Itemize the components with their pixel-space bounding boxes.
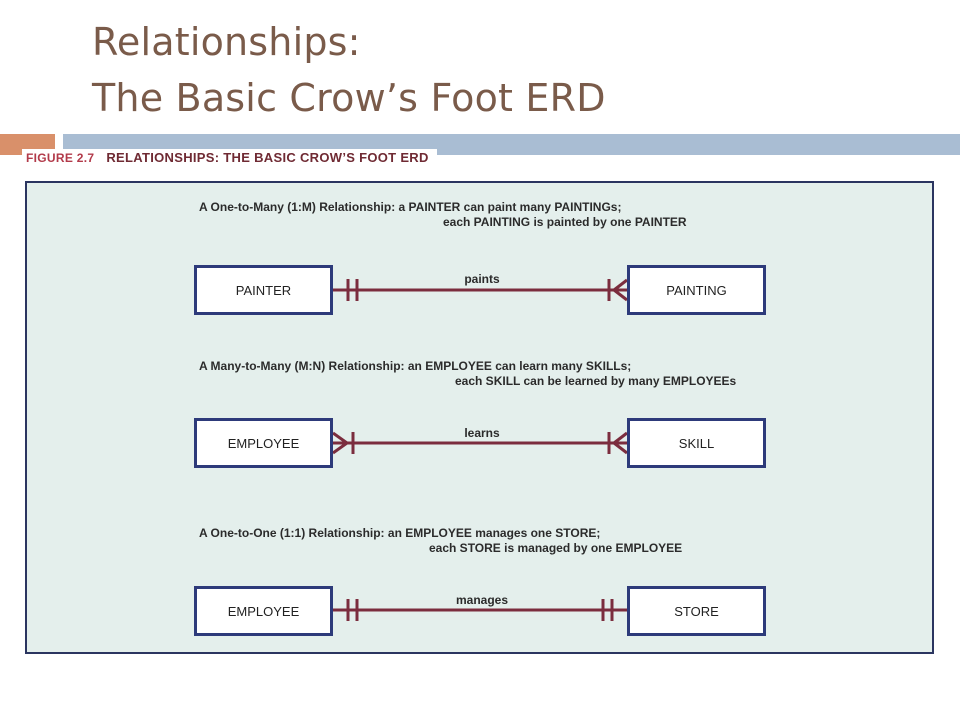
figure-caption-text: RELATIONSHIPS: THE BASIC CROW’S FOOT ERD bbox=[106, 150, 429, 165]
relationship-line-2 bbox=[332, 431, 628, 455]
entity-painting: PAINTING bbox=[627, 265, 766, 315]
relationship-lines bbox=[332, 278, 628, 621]
relationship-line-1 bbox=[333, 278, 628, 302]
crows-foot-left-2b bbox=[332, 441, 348, 455]
relationship-verb-manages: manages bbox=[455, 593, 509, 607]
slide-title: Relationships: The Basic Crow’s Foot ERD bbox=[92, 14, 892, 126]
relationship-3-description-line-1: A One-to-One (1:1) Relationship: an EMPL… bbox=[199, 526, 601, 540]
relationship-verb-learns: learns bbox=[464, 426, 500, 440]
entity-store: STORE bbox=[627, 586, 766, 636]
relationship-line-3 bbox=[333, 599, 627, 621]
crows-foot-right-1a bbox=[613, 278, 628, 292]
erd-diagram-panel: A One-to-Many (1:M) Relationship: a PAIN… bbox=[25, 181, 934, 654]
crows-foot-left-2a bbox=[332, 431, 348, 445]
relationship-verb-paints: paints bbox=[464, 272, 500, 286]
relationship-3-description-line-2: each STORE is managed by one EMPLOYEE bbox=[429, 541, 683, 555]
entity-skill: SKILL bbox=[627, 418, 766, 468]
relationship-1-description-line-2: each PAINTING is painted by one PAINTER bbox=[443, 215, 687, 229]
entity-employee-1: EMPLOYEE bbox=[194, 418, 333, 468]
crows-foot-right-1b bbox=[613, 288, 628, 302]
figure-caption: FIGURE 2.7 RELATIONSHIPS: THE BASIC CROW’… bbox=[22, 149, 437, 167]
relationship-2-description-line-2: each SKILL can be learned by many EMPLOY… bbox=[455, 374, 737, 388]
entity-employee-2: EMPLOYEE bbox=[194, 586, 333, 636]
entity-painter: PAINTER bbox=[194, 265, 333, 315]
crows-foot-right-2a bbox=[613, 431, 628, 445]
figure-number: FIGURE 2.7 bbox=[26, 151, 95, 165]
relationship-1-description-line-1: A One-to-Many (1:M) Relationship: a PAIN… bbox=[199, 200, 622, 214]
slide-title-line-2: The Basic Crow’s Foot ERD bbox=[92, 76, 606, 121]
relationship-2-description-line-1: A Many-to-Many (M:N) Relationship: an EM… bbox=[199, 359, 632, 373]
slide-title-line-1: Relationships: bbox=[92, 20, 361, 64]
crows-foot-right-2b bbox=[613, 441, 628, 455]
